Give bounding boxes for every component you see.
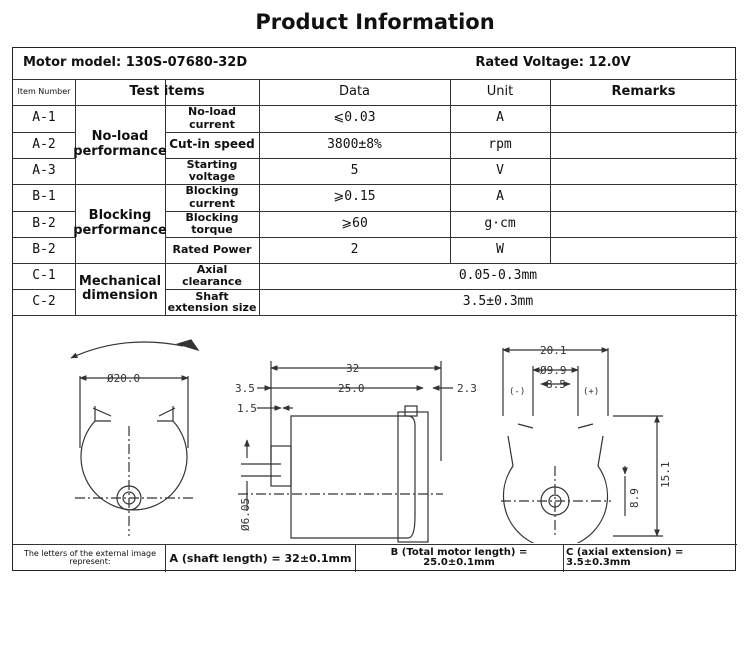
- row-item: Rated Power: [172, 242, 252, 256]
- row-id: C-1: [32, 267, 56, 283]
- dim-width-201: 20.1: [540, 344, 567, 357]
- row-id: B-1: [32, 189, 56, 205]
- col-item-number: Item Number: [17, 86, 71, 96]
- row-data: 3.5±0.3mm: [462, 293, 534, 309]
- row-data: 3800±8%: [327, 136, 382, 152]
- motor-model: Motor model: 130S-07680-32D: [23, 55, 248, 71]
- col-unit: Unit: [486, 83, 514, 99]
- row-unit: A: [496, 189, 504, 205]
- row-unit: g·cm: [484, 215, 516, 231]
- col-data: Data: [338, 83, 371, 99]
- row-data: ⩾60: [341, 215, 368, 231]
- row-data: ⩽0.03: [333, 110, 376, 126]
- row-data: 5: [350, 162, 359, 178]
- row-item: No-load current: [188, 105, 236, 131]
- row-item: Axial clearance: [182, 262, 242, 288]
- row-data: 2: [350, 241, 359, 257]
- row-unit: V: [496, 162, 504, 178]
- row-item: Shaft extension size: [167, 290, 257, 314]
- dim-body-length: 25.0: [338, 382, 365, 395]
- dim-total-length: 32: [346, 362, 359, 375]
- row-unit: A: [496, 110, 504, 126]
- dim-99: Ø9.9: [540, 364, 567, 377]
- dim-85: 8.5: [546, 378, 566, 391]
- side-view: [238, 361, 453, 543]
- row-id: B-2: [32, 241, 56, 257]
- dim-shaft-dia: Ø6.05: [239, 498, 252, 531]
- col-test-items: Test items: [129, 83, 205, 99]
- group-noload: No-load performance: [73, 129, 167, 159]
- footer-axial-extension: C (axial extension) = 3.5±0.3mm: [566, 547, 684, 568]
- dim-15: 1.5: [237, 402, 257, 415]
- group-mechanical: Mechanical dimension: [78, 273, 162, 303]
- dim-23: 2.3: [457, 382, 477, 395]
- row-id: B-2: [32, 215, 56, 231]
- rated-voltage: Rated Voltage: 12.0V: [475, 55, 631, 71]
- row-unit: W: [496, 241, 504, 257]
- front-view: [70, 339, 200, 536]
- row-item: Cut-in speed: [169, 137, 255, 152]
- dim-shaft-ext: 3.5: [235, 382, 255, 395]
- row-item: Blocking current: [185, 184, 239, 210]
- row-data: ⩾0.15: [333, 189, 376, 205]
- dim-front-dia: Ø20.0: [107, 372, 140, 385]
- footer-legend: The letters of the external image repres…: [23, 549, 157, 566]
- motor-dimension-drawing: Ø20.0 32 25.0 3.5 1.5 2.3 Ø6.05 20.1 Ø9.…: [70, 339, 672, 543]
- terminal-plus: (+): [583, 387, 599, 397]
- terminal-minus: (-): [509, 387, 525, 397]
- footer-total-length: B (Total motor length) = 25.0±0.1mm: [390, 547, 528, 568]
- row-item: Blocking torque: [185, 210, 239, 236]
- row-unit: rpm: [488, 136, 512, 152]
- footer-shaft-length: A (shaft length) = 32±0.1mm: [169, 551, 352, 565]
- row-id: C-2: [32, 293, 56, 309]
- row-id: A-3: [32, 162, 56, 178]
- row-item: Starting voltage: [186, 157, 238, 183]
- row-id: A-2: [32, 136, 56, 152]
- group-blocking: Blocking performance: [73, 208, 167, 238]
- end-view: [501, 347, 663, 543]
- product-info-sheet: Motor model: 130S-07680-32D Rated Voltag…: [12, 47, 737, 572]
- row-data: 0.05-0.3mm: [458, 267, 538, 283]
- page-title: Product Information: [255, 10, 495, 34]
- dim-89: 8.9: [628, 488, 641, 508]
- dim-151: 15.1: [659, 462, 672, 489]
- col-remarks: Remarks: [611, 83, 676, 99]
- row-id: A-1: [32, 110, 56, 126]
